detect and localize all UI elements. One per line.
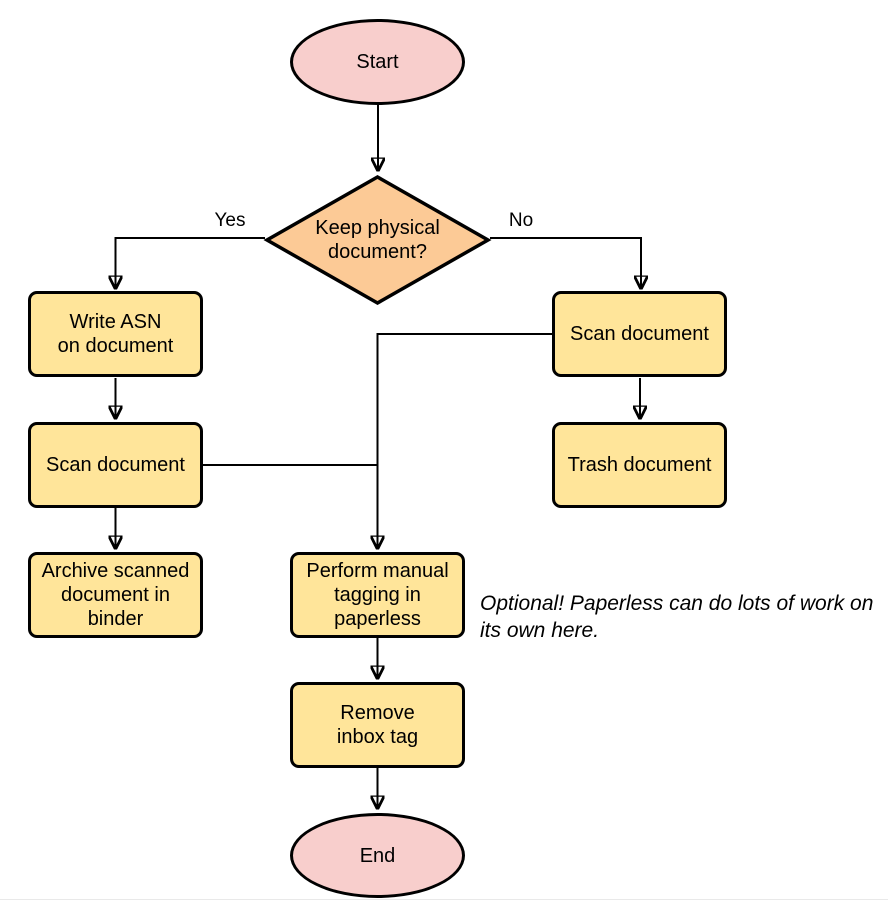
edge-scan-right-to-tagging bbox=[378, 333, 552, 548]
end-node-label: End bbox=[359, 844, 396, 867]
write-asn-node: Write ASN on document bbox=[28, 291, 203, 377]
manual-tagging-node-label: Perform manual tagging in paperless bbox=[306, 560, 449, 630]
archive-node: Archive scanned document in binder bbox=[28, 552, 203, 638]
scan-document-right-node: Scan document bbox=[552, 291, 727, 377]
edge-label-no: No bbox=[508, 210, 534, 231]
optional-annotation: Optional! Paperless can do lots of work … bbox=[480, 592, 874, 642]
end-node: End bbox=[290, 813, 465, 898]
archive-node-label: Archive scanned document in binder bbox=[41, 560, 190, 630]
scan-document-right-node-label: Scan document bbox=[570, 323, 709, 345]
edge-label-yes: Yes bbox=[214, 210, 246, 231]
diamond-shape bbox=[263, 174, 492, 306]
scan-document-left-node: Scan document bbox=[28, 422, 203, 508]
remove-inbox-tag-node-label: Remove inbox tag bbox=[336, 702, 419, 748]
manual-tagging-node: Perform manual tagging in paperless bbox=[290, 552, 465, 638]
write-asn-node-label: Write ASN on document bbox=[57, 311, 174, 357]
start-node: Start bbox=[290, 19, 465, 105]
trash-document-node-label: Trash document bbox=[567, 454, 712, 476]
edge-decision-no-to-scan-right bbox=[490, 237, 641, 288]
edge-decision-yes-to-write-asn bbox=[116, 237, 265, 288]
remove-inbox-tag-node: Remove inbox tag bbox=[290, 682, 465, 768]
decision-node: Keep physical document? bbox=[263, 174, 492, 306]
scan-document-left-node-label: Scan document bbox=[46, 454, 185, 476]
decision-node-label: Keep physical document? bbox=[315, 217, 440, 263]
start-node-label: Start bbox=[356, 51, 399, 73]
bottom-divider bbox=[0, 899, 888, 900]
trash-document-node: Trash document bbox=[552, 422, 727, 508]
